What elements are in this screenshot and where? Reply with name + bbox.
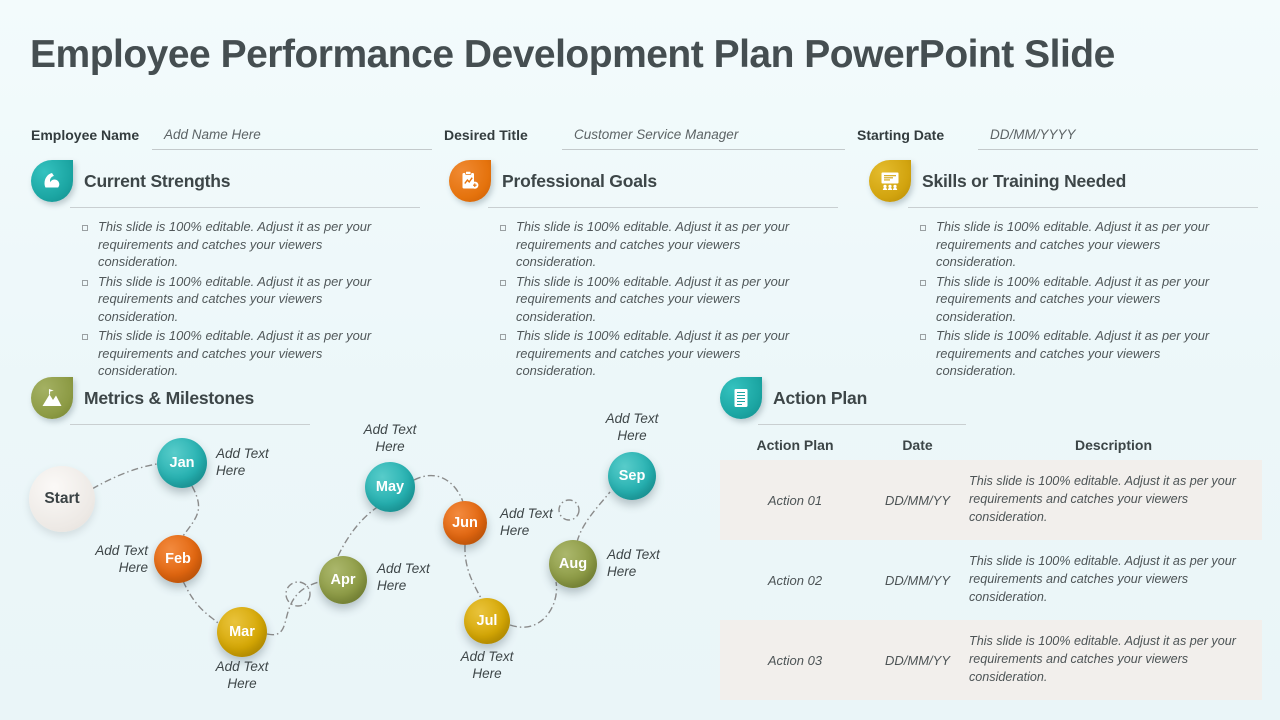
- table-row: Action 03 DD/MM/YY This slide is 100% ed…: [720, 620, 1262, 700]
- description-cell[interactable]: This slide is 100% editable. Adjust it a…: [969, 554, 1236, 604]
- month-label: May: [375, 479, 405, 495]
- month-label: Sep: [618, 468, 646, 484]
- timeline-node-may[interactable]: May: [365, 462, 415, 512]
- date-cell[interactable]: DD/MM/YY: [885, 652, 950, 668]
- goals-bullet-list: This slide is 100% editable. Adjust it a…: [499, 218, 795, 380]
- timeline-node-jan[interactable]: Jan: [157, 438, 207, 488]
- timeline-connector-path: [91, 463, 611, 636]
- table-row: Action 02 DD/MM/YY This slide is 100% ed…: [720, 540, 1262, 620]
- divider: [70, 207, 420, 208]
- bullet-item[interactable]: This slide is 100% editable. Adjust it a…: [81, 218, 377, 271]
- divider: [488, 207, 838, 208]
- training-board-icon: [869, 160, 911, 202]
- column-header-date: Date: [902, 437, 933, 453]
- employee-name-field: Employee Name Add Name Here: [31, 123, 432, 150]
- add-text-placeholder-feb[interactable]: Add Text Here: [95, 543, 148, 576]
- section-title: Metrics & Milestones: [84, 387, 255, 408]
- column-header-description: Description: [1074, 437, 1152, 453]
- divider: [758, 424, 966, 425]
- table-header-row: Action Plan Date Description: [720, 430, 1262, 460]
- date-cell[interactable]: DD/MM/YY: [885, 572, 950, 588]
- add-text-placeholder-jan[interactable]: Add Text Here: [216, 446, 269, 479]
- starting-date-field: Starting Date DD/MM/YYYY: [857, 123, 1258, 150]
- desired-title-label: Desired Title: [444, 127, 528, 143]
- section-title: Skills or Training Needed: [922, 170, 1127, 191]
- month-label: Feb: [165, 551, 191, 567]
- timeline-node-jul[interactable]: Jul: [464, 598, 510, 644]
- divider: [908, 207, 1258, 208]
- starting-date-label: Starting Date: [857, 127, 945, 143]
- section-skills-training: Skills or Training Needed This slide is …: [869, 160, 1269, 382]
- section-title: Current Strengths: [84, 170, 231, 191]
- column-header-action-plan: Action Plan: [756, 437, 834, 453]
- add-text-placeholder-aug[interactable]: Add Text Here: [607, 547, 660, 580]
- milestones-timeline: Start Jan Feb Mar Apr May Jun Jul Aug Se…: [20, 405, 700, 715]
- add-text-placeholder-jul[interactable]: Add Text Here: [460, 649, 514, 682]
- bullet-item[interactable]: This slide is 100% editable. Adjust it a…: [919, 273, 1215, 326]
- add-text-placeholder-sep[interactable]: Add Text Here: [605, 411, 659, 444]
- description-cell[interactable]: This slide is 100% editable. Adjust it a…: [969, 634, 1236, 684]
- section-current-strengths: Current Strengths This slide is 100% edi…: [31, 160, 431, 382]
- desired-title-field: Desired Title Customer Service Manager: [444, 123, 845, 150]
- start-label: Start: [44, 490, 80, 507]
- timeline-start-node: Start: [29, 466, 95, 532]
- add-text-placeholder-jun[interactable]: Add Text Here: [500, 506, 553, 539]
- timeline-node-jun[interactable]: Jun: [443, 501, 487, 545]
- description-cell[interactable]: This slide is 100% editable. Adjust it a…: [969, 474, 1236, 524]
- month-label: Mar: [229, 624, 255, 640]
- section-action-plan: Action Plan: [720, 377, 980, 425]
- action-document-icon: [720, 377, 762, 419]
- timeline-node-sep[interactable]: Sep: [608, 452, 656, 500]
- month-label: Apr: [330, 572, 356, 588]
- add-text-placeholder-apr[interactable]: Add Text Here: [377, 561, 430, 594]
- skills-bullet-list: This slide is 100% editable. Adjust it a…: [919, 218, 1215, 380]
- bullet-item[interactable]: This slide is 100% editable. Adjust it a…: [499, 273, 795, 326]
- action-cell[interactable]: Action 03: [767, 652, 823, 668]
- goals-clipboard-icon: [449, 160, 491, 202]
- page-title: Employee Performance Development Plan Po…: [30, 33, 1115, 76]
- month-label: Jan: [169, 455, 195, 471]
- section-title: Professional Goals: [502, 170, 657, 191]
- add-text-placeholder-mar[interactable]: Add Text Here: [215, 659, 269, 692]
- action-cell[interactable]: Action 01: [767, 492, 823, 508]
- divider: [70, 424, 310, 425]
- bullet-item[interactable]: This slide is 100% editable. Adjust it a…: [499, 218, 795, 271]
- section-title: Action Plan: [773, 387, 868, 408]
- bullet-item[interactable]: This slide is 100% editable. Adjust it a…: [81, 327, 377, 380]
- bullet-item[interactable]: This slide is 100% editable. Adjust it a…: [81, 273, 377, 326]
- timeline-node-mar[interactable]: Mar: [217, 607, 267, 657]
- bullet-item[interactable]: This slide is 100% editable. Adjust it a…: [499, 327, 795, 380]
- bullet-item[interactable]: This slide is 100% editable. Adjust it a…: [919, 218, 1215, 271]
- action-plan-table: Action Plan Date Description Action 01 D…: [720, 430, 1262, 700]
- section-professional-goals: Professional Goals This slide is 100% ed…: [449, 160, 849, 382]
- desired-title-input[interactable]: Customer Service Manager: [562, 123, 845, 150]
- month-label: Jul: [476, 613, 498, 629]
- add-text-placeholder-may[interactable]: Add Text Here: [363, 422, 417, 455]
- month-label: Aug: [558, 556, 588, 572]
- timeline-node-feb[interactable]: Feb: [154, 535, 202, 583]
- employee-name-input[interactable]: Add Name Here: [152, 123, 432, 150]
- mountain-flag-icon: [31, 377, 73, 419]
- table-row: Action 01 DD/MM/YY This slide is 100% ed…: [720, 460, 1262, 540]
- starting-date-input[interactable]: DD/MM/YYYY: [978, 123, 1258, 150]
- employee-name-label: Employee Name: [31, 127, 140, 143]
- section-metrics-milestones: Metrics & Milestones: [31, 377, 331, 425]
- strengths-bullet-list: This slide is 100% editable. Adjust it a…: [81, 218, 377, 380]
- date-cell[interactable]: DD/MM/YY: [885, 492, 950, 508]
- timeline-node-apr[interactable]: Apr: [319, 556, 367, 604]
- timeline-node-aug[interactable]: Aug: [549, 540, 597, 588]
- action-cell[interactable]: Action 02: [767, 572, 823, 588]
- bicep-icon: [31, 160, 73, 202]
- month-label: Jun: [452, 515, 478, 531]
- bullet-item[interactable]: This slide is 100% editable. Adjust it a…: [919, 327, 1215, 380]
